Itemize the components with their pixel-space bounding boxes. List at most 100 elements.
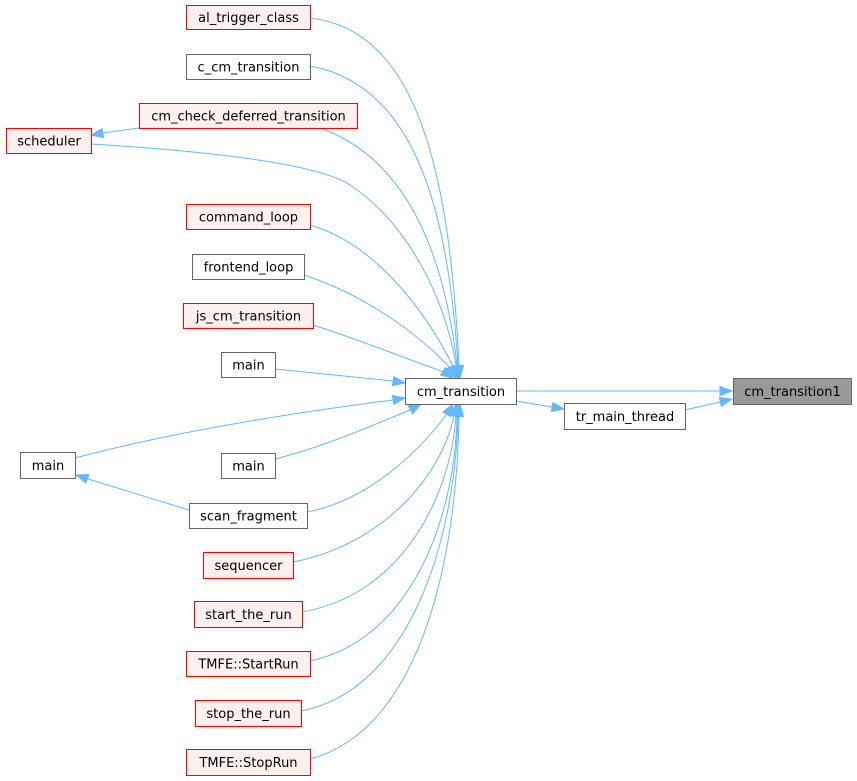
edge-line — [90, 143, 458, 379]
edge-arrowhead — [550, 401, 566, 413]
node-box[interactable] — [203, 552, 294, 579]
edge-scan_fragment-to-main_left — [74, 473, 190, 511]
edge-line — [301, 403, 458, 613]
edge-arrowhead — [453, 402, 465, 417]
node-cm_transition1[interactable]: cm_transition1 — [733, 378, 852, 405]
edge-scan_fragment-to-cm_transition — [306, 402, 454, 513]
edge-line — [306, 403, 454, 513]
node-al_trigger_class[interactable]: al_trigger_class — [186, 5, 311, 30]
node-main_left[interactable]: main — [20, 452, 76, 479]
node-label: main — [232, 359, 264, 374]
edge-arrowhead — [74, 473, 90, 484]
node-sequencer[interactable]: sequencer — [203, 552, 294, 579]
node-label: frontend_loop — [204, 261, 294, 276]
node-label: scan_fragment — [200, 510, 297, 525]
node-label: main — [232, 460, 264, 475]
edge-line — [309, 224, 457, 379]
node-label: c_cm_transition — [198, 61, 300, 76]
node-label: TMFE::StopRun — [198, 756, 297, 771]
edge-line — [300, 403, 460, 712]
node-label: main — [32, 459, 64, 474]
node-label: start_the_run — [205, 608, 291, 623]
node-box[interactable] — [186, 204, 311, 230]
node-tmfe_startrun[interactable]: TMFE::StartRun — [186, 651, 311, 677]
node-c_cm_transition[interactable]: c_cm_transition — [186, 54, 311, 80]
edge-line — [75, 474, 190, 511]
node-frontend_loop[interactable]: frontend_loop — [192, 254, 305, 280]
node-box[interactable] — [221, 352, 276, 378]
edge-main_left-to-cm_transition — [74, 394, 407, 459]
node-box[interactable] — [186, 651, 311, 677]
node-box[interactable] — [192, 254, 305, 280]
edge-arrowhead — [719, 385, 734, 397]
edge-line — [312, 324, 454, 379]
node-cm_transition[interactable]: cm_transition — [405, 378, 517, 405]
edge-cm_transition-to-tr_main_thread — [515, 400, 566, 413]
node-tr_main_thread[interactable]: tr_main_thread — [564, 403, 686, 430]
edge-arrowhead — [391, 375, 407, 387]
edge-tmfe_stoprun-to-cm_transition — [309, 402, 465, 760]
node-label: cm_transition — [417, 385, 505, 400]
node-box[interactable] — [189, 503, 308, 529]
node-start_the_run[interactable]: start_the_run — [194, 601, 303, 628]
edge-line — [319, 127, 459, 379]
node-label: al_trigger_class — [198, 11, 299, 26]
node-label: TMFE::StartRun — [197, 658, 298, 673]
node-box[interactable] — [405, 378, 517, 405]
edge-arrowhead — [407, 403, 423, 415]
node-cm_check_deferred_transition[interactable]: cm_check_deferred_transition — [139, 103, 358, 129]
edge-arrowhead — [89, 127, 105, 139]
edge-line — [309, 403, 459, 662]
node-label: command_loop — [199, 211, 298, 226]
node-label: scheduler — [17, 135, 81, 150]
edge-js_cm_transition-to-cm_transition — [312, 324, 455, 379]
node-label: sequencer — [215, 559, 284, 574]
node-label: stop_the_run — [206, 707, 290, 722]
edge-cm_check_deferred_transition-to-scheduler — [89, 127, 140, 139]
edge-line — [274, 403, 422, 460]
edge-cm_check_deferred_transition-to-cm_transition — [319, 127, 463, 380]
node-box[interactable] — [186, 5, 311, 30]
node-scan_fragment[interactable]: scan_fragment — [189, 503, 308, 529]
edge-stop_the_run-to-cm_transition — [300, 402, 464, 712]
edge-tmfe_startrun-to-cm_transition — [309, 402, 463, 662]
node-box[interactable] — [733, 378, 852, 405]
node-stop_the_run[interactable]: stop_the_run — [195, 700, 302, 727]
edge-line — [74, 397, 406, 459]
edge-cm_transition-to-cm_transition1 — [516, 385, 734, 397]
node-js_cm_transition[interactable]: js_cm_transition — [183, 303, 314, 329]
node-main_b[interactable]: main — [221, 453, 276, 479]
edge-arrowhead — [439, 366, 455, 379]
edge-main_a-to-cm_transition — [274, 368, 407, 387]
node-box[interactable] — [564, 403, 686, 430]
node-command_loop[interactable]: command_loop — [186, 204, 311, 230]
node-box[interactable] — [186, 749, 311, 776]
node-tmfe_stoprun[interactable]: TMFE::StopRun — [186, 749, 311, 776]
edge-line — [292, 403, 457, 563]
node-main_a[interactable]: main — [221, 352, 276, 378]
node-box[interactable] — [195, 700, 302, 727]
node-box[interactable] — [194, 601, 303, 628]
node-box[interactable] — [6, 128, 92, 154]
edge-line — [309, 403, 461, 760]
node-box[interactable] — [139, 103, 358, 129]
node-label: cm_check_deferred_transition — [151, 110, 346, 125]
edge-arrowhead — [718, 396, 734, 408]
nodes-layer: al_trigger_class c_cm_transition cm_check_… — [6, 5, 852, 776]
node-box[interactable] — [20, 452, 76, 479]
edge-arrowhead — [391, 394, 407, 406]
node-label: js_cm_transition — [195, 310, 301, 325]
node-scheduler[interactable]: scheduler — [6, 128, 92, 154]
node-label: tr_main_thread — [576, 410, 675, 425]
edge-command_loop-to-cm_transition — [309, 224, 459, 380]
node-box[interactable] — [221, 453, 276, 479]
edge-main_b-to-cm_transition — [274, 403, 423, 460]
edge-line — [303, 274, 456, 379]
edge-tr_main_thread-to-cm_transition1 — [684, 396, 734, 411]
node-box[interactable] — [183, 303, 314, 329]
edges-layer — [74, 17, 734, 760]
edge-line — [309, 65, 460, 379]
edge-frontend_loop-to-cm_transition — [303, 274, 456, 380]
node-box[interactable] — [186, 54, 311, 80]
